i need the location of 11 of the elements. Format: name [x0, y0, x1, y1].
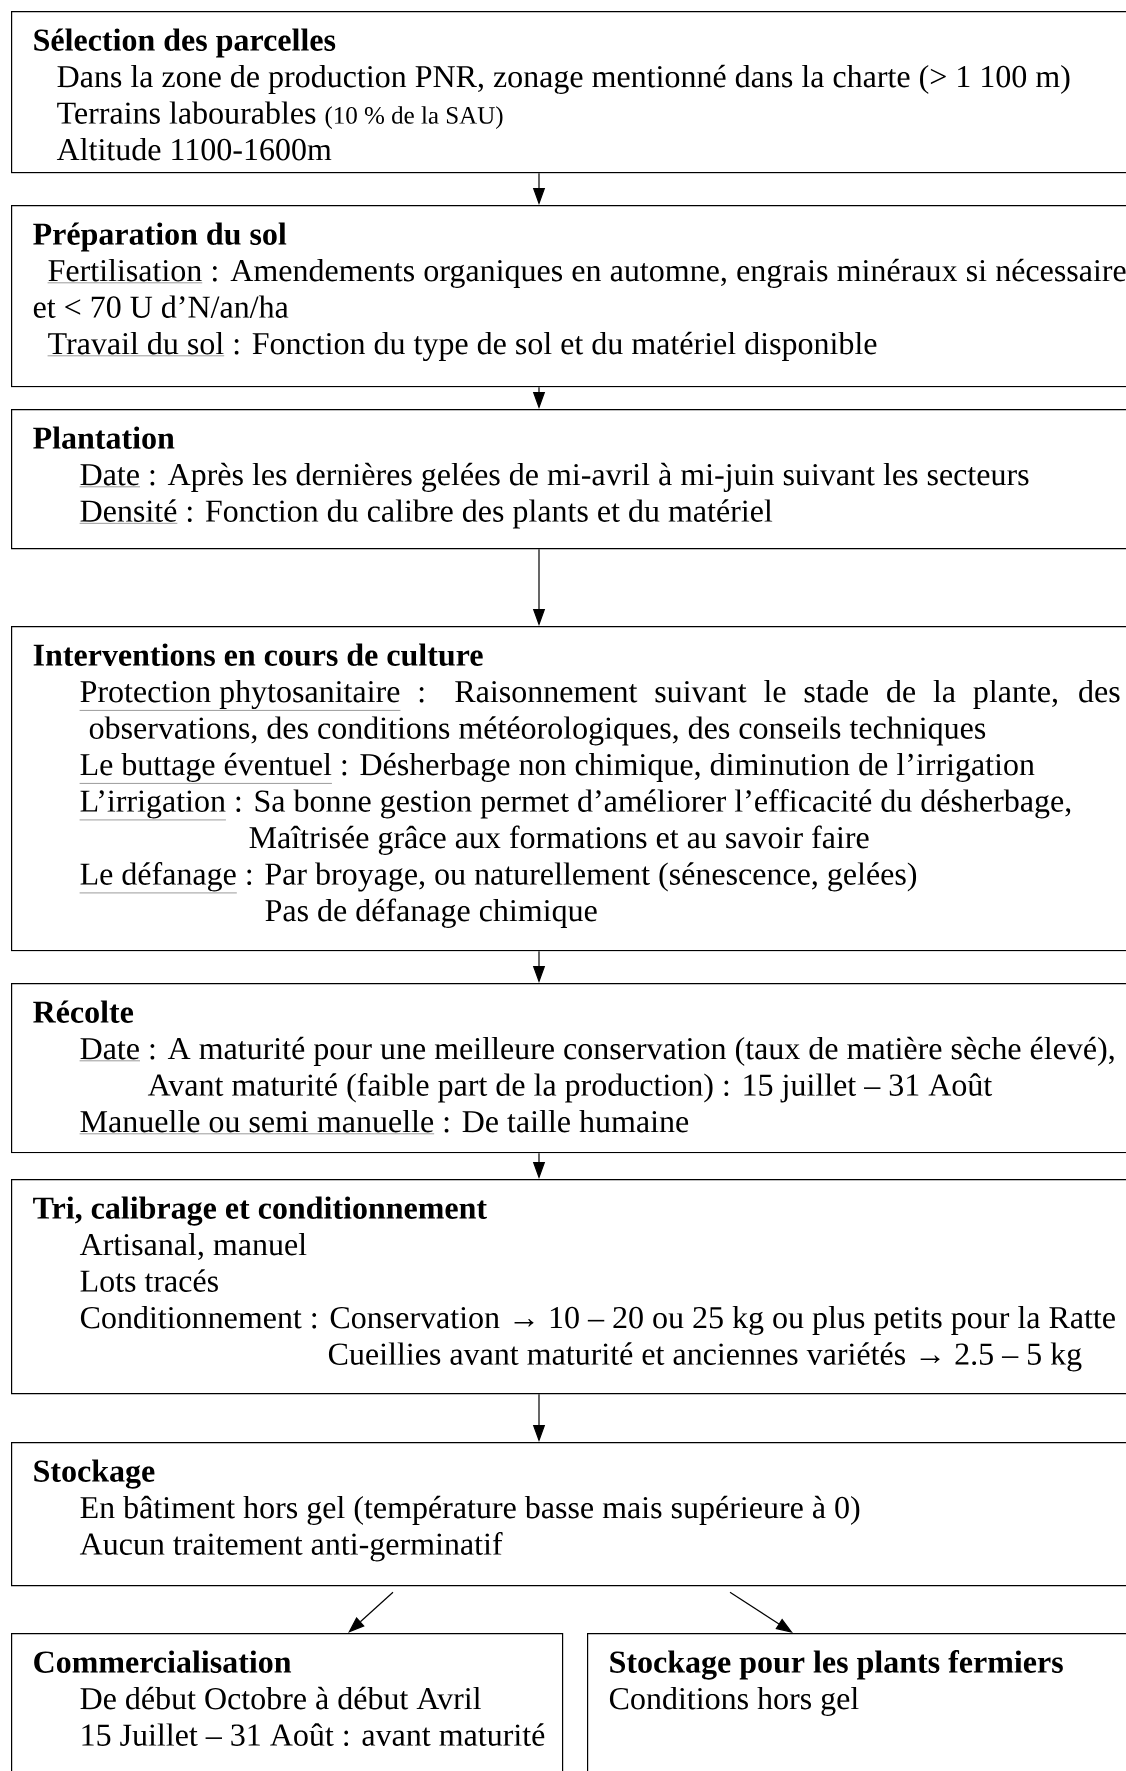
process-box: Plantation Date : Après les dernières gelées de mi-avril à mi-juin suivant les secteurs Densité : Fonction du calibre des plants et du matériel — [11, 409, 1126, 550]
process-box: Stockage pour les plants fermiers Conditions hors gel — [587, 1633, 1126, 1771]
process-box: Commercialisation De début Octobre à début Avril 15 Juillet – 31 Août : avant maturité — [11, 1633, 564, 1771]
process-box: Récolte Date : A maturité pour une meilleure conservation (taux de matière sèche élevé), Avant maturité (faible part de la production) : 15 juillet – 31 Août Manuelle ou semi manuelle : De taille humaine — [11, 983, 1126, 1154]
arrow — [729, 1591, 793, 1633]
process-box: Sélection des parcelles Dans la zone de production PNR, zonage mentionné dans la charte (> 1 100 m) Terrains labourables (10 % de la SAU) Altitude 1100-1600m — [11, 11, 1126, 174]
process-box: Tri, calibrage et conditionnement Artisanal, manuel Lots tracés Conditionnement : Conservation → 10 – 20 ou 25 kg ou plus petits pour la Ratte Cueillies avant maturité et anciennes variétés → 2.5 – 5 kg — [11, 1179, 1126, 1395]
process-box: Stockage En bâtiment hors gel (température basse mais supérieure à 0) Aucun traitement anti-germinatif — [11, 1442, 1126, 1587]
process-box: Interventions en cours de culture Protection phytosanitaire : Raisonnement suivant le stade de la plante, des observations, des conditions météorologiques, des conseils techniques Le buttage éventuel : Désherbage non chimique, diminution de l’irrigation L’irrigation : Sa bonne gestion permet d’améliorer l’efficacité du désherbage, Maîtrisée grâce aux formations et au savoir faire Le défanage : Par broyage, ou naturellement (sénescence, gelées) Pas de défanage chimique — [11, 626, 1126, 952]
process-box: Préparation du sol Fertilisation : Amendements organiques en automne, engrais minéraux si nécessaire et < 70 U d’N/an/ha Travail du sol : Fonction du type de sol et du matériel disponible — [11, 205, 1126, 388]
arrow — [348, 1591, 394, 1633]
